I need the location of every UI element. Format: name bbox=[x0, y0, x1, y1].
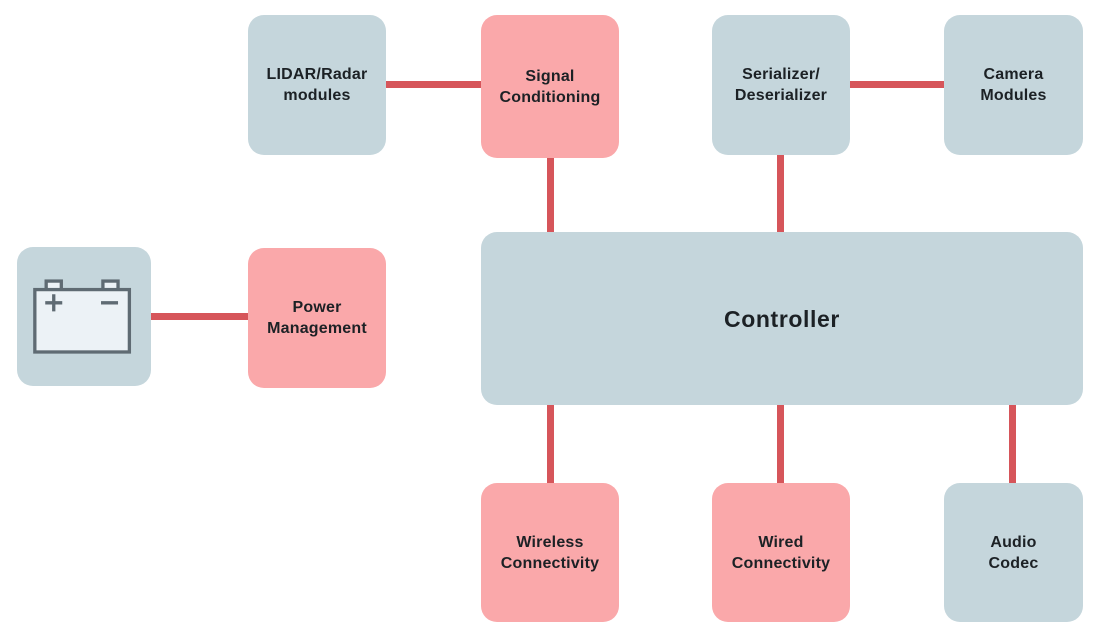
node-wireless-connectivity-label: Wireless Connectivity bbox=[500, 533, 600, 572]
connector-lidar-signal bbox=[380, 81, 486, 88]
connector-controller-wireless bbox=[547, 400, 554, 490]
battery-icon bbox=[32, 278, 136, 356]
node-camera-modules-label: Camera Modules bbox=[980, 66, 1047, 104]
node-wired-connectivity-label: Wired Connectivity bbox=[731, 533, 831, 572]
node-power-management: Power Management bbox=[248, 248, 386, 388]
node-controller-label: Controller bbox=[724, 305, 840, 332]
node-wired-connectivity: Wired Connectivity bbox=[712, 483, 850, 622]
connector-serializer-controller bbox=[777, 150, 784, 240]
connector-battery-power bbox=[145, 313, 254, 320]
node-battery bbox=[17, 247, 151, 386]
node-power-management-label: Power Management bbox=[267, 299, 367, 337]
node-camera-modules: Camera Modules bbox=[944, 15, 1083, 155]
node-signal-conditioning-label: Signal Conditioning bbox=[499, 67, 601, 106]
connector-signal-controller bbox=[547, 150, 554, 240]
node-lidar-radar-modules: LIDAR/Radar modules bbox=[248, 15, 386, 155]
node-signal-conditioning: Signal Conditioning bbox=[481, 15, 619, 158]
node-serializer-deserializer: Serializer/ Deserializer bbox=[712, 15, 850, 155]
connector-controller-audio bbox=[1009, 400, 1016, 490]
node-audio-codec-label: Audio Codec bbox=[988, 533, 1039, 572]
node-serializer-deserializer-label: Serializer/ Deserializer bbox=[734, 66, 828, 104]
node-lidar-radar-modules-label: LIDAR/Radar modules bbox=[266, 66, 368, 104]
connector-serializer-camera bbox=[844, 81, 950, 88]
connector-controller-wired bbox=[777, 400, 784, 490]
node-wireless-connectivity: Wireless Connectivity bbox=[481, 483, 619, 622]
node-audio-codec: Audio Codec bbox=[944, 483, 1083, 622]
node-controller: Controller bbox=[481, 232, 1083, 405]
